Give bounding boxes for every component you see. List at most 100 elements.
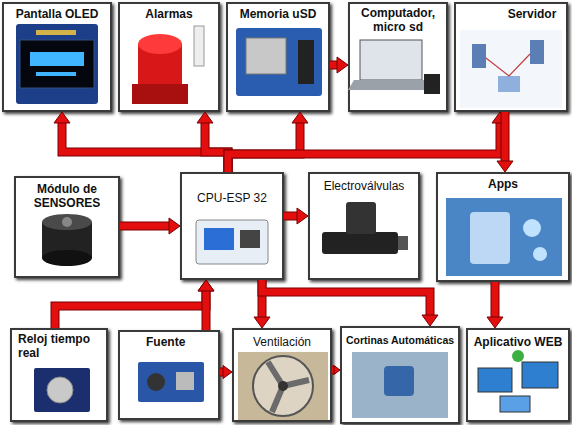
- power-coil: [147, 373, 165, 391]
- arrow-shaft: [228, 123, 500, 172]
- server-illustration: [460, 30, 562, 108]
- flow-arrow: [55, 280, 214, 328]
- arrow-shaft: [284, 213, 297, 220]
- arrow-shaft: [220, 369, 223, 376]
- oled-illustration: [16, 24, 98, 104]
- web-illustration: [478, 350, 558, 412]
- laptop-base: [348, 80, 434, 90]
- component-label: Servidor: [500, 8, 564, 22]
- component-box: Ventilación: [232, 328, 332, 422]
- laptop-icon: [500, 396, 530, 412]
- oled-screen: [20, 40, 94, 88]
- sensor-bottom: [42, 250, 92, 266]
- valve-body: [322, 232, 398, 254]
- flow-arrow: [284, 208, 308, 224]
- flow-arrow: [497, 112, 513, 172]
- esp32-screen: [204, 228, 234, 250]
- arrow-head: [422, 315, 438, 326]
- flow-arrow: [254, 280, 270, 328]
- arrow-outline: [501, 112, 510, 161]
- component-label: Aplicativo WEB: [468, 336, 568, 350]
- arrow-head: [197, 112, 213, 123]
- arrow-head: [297, 208, 308, 224]
- siren-base: [132, 84, 188, 104]
- arrow-outline: [330, 61, 337, 70]
- server-background: [460, 30, 562, 108]
- arrow-outline: [491, 282, 500, 317]
- component-box: Pantalla OLED: [2, 2, 112, 112]
- flow-arrow: [228, 112, 308, 172]
- arrow-head: [337, 57, 348, 73]
- flow-arrow: [198, 280, 214, 330]
- siren-dome: [138, 34, 182, 54]
- component-box: Electroválvulas: [308, 172, 420, 280]
- component-box: Apps: [436, 172, 570, 282]
- arrow-outline: [258, 280, 267, 317]
- component-label: Memoria uSD: [228, 8, 328, 22]
- arrow-head: [223, 365, 232, 378]
- arrow-head: [497, 161, 513, 172]
- sensor-top: [42, 214, 92, 230]
- component-label: CPU-ESP 32: [182, 192, 282, 206]
- arrow-shaft: [259, 280, 266, 317]
- microsd-card: [424, 74, 440, 94]
- arrow-head: [198, 280, 214, 291]
- arrow-outline: [55, 291, 206, 328]
- valve-port: [398, 236, 408, 250]
- power-board: [138, 362, 204, 402]
- alarm-switch: [194, 26, 204, 66]
- component-box: Módulo de SENSORES: [14, 176, 120, 278]
- fan-illustration: [238, 352, 328, 420]
- sd-board: [236, 28, 322, 96]
- component-box: Memoria uSD: [226, 2, 330, 112]
- sd-pins: [298, 40, 314, 84]
- flow-arrow: [220, 365, 232, 378]
- oled-pins: [36, 30, 76, 35]
- network-link: [486, 54, 530, 76]
- arrow-head: [334, 366, 340, 375]
- arrow-head: [254, 317, 270, 328]
- component-label: Cortinas Automáticas: [342, 334, 458, 346]
- component-label: Fuente: [146, 336, 206, 350]
- arrow-shaft: [203, 291, 210, 330]
- component-box: Alarmas: [118, 2, 220, 112]
- esp32-illustration: [196, 220, 268, 264]
- arrow-outline: [62, 123, 228, 172]
- rtc-illustration: [34, 368, 90, 412]
- arrow-shaft: [205, 123, 228, 172]
- power-illustration: [138, 362, 204, 402]
- component-label: Apps: [438, 178, 568, 192]
- app-icon: [523, 219, 541, 237]
- arrow-shaft: [330, 62, 337, 69]
- arrow-shaft: [228, 123, 300, 172]
- siren-body: [138, 44, 182, 84]
- cloud-icon: [512, 350, 524, 362]
- valve-coil: [346, 202, 376, 234]
- monitor-icon: [478, 368, 512, 392]
- oled-digits: [30, 52, 84, 66]
- component-box: Aplicativo WEB: [466, 328, 570, 422]
- arrow-outline: [228, 123, 500, 172]
- curtain-illustration: [352, 352, 448, 418]
- component-box: Cortinas Automáticas: [340, 326, 460, 424]
- component-label: Pantalla OLED: [4, 8, 110, 22]
- arrow-shaft: [62, 123, 228, 172]
- component-label: Electroválvulas: [310, 180, 418, 194]
- arrow-outline: [220, 368, 223, 377]
- laptop-screen: [360, 40, 422, 80]
- component-box: Fuente: [118, 330, 220, 420]
- sensor-hole: [62, 217, 72, 227]
- component-box: Computador, micro sd: [348, 2, 448, 112]
- monitor-icon: [522, 362, 558, 388]
- arrow-shaft: [120, 223, 169, 230]
- arrow-outline: [202, 291, 211, 330]
- sensor-illustration: [42, 214, 92, 266]
- component-label: Módulo de SENSORES: [24, 183, 110, 211]
- flow-arrow: [120, 218, 180, 234]
- valve-illustration: [322, 202, 408, 254]
- fan-blades: [268, 362, 309, 412]
- component-box: CPU-ESP 32: [180, 172, 284, 280]
